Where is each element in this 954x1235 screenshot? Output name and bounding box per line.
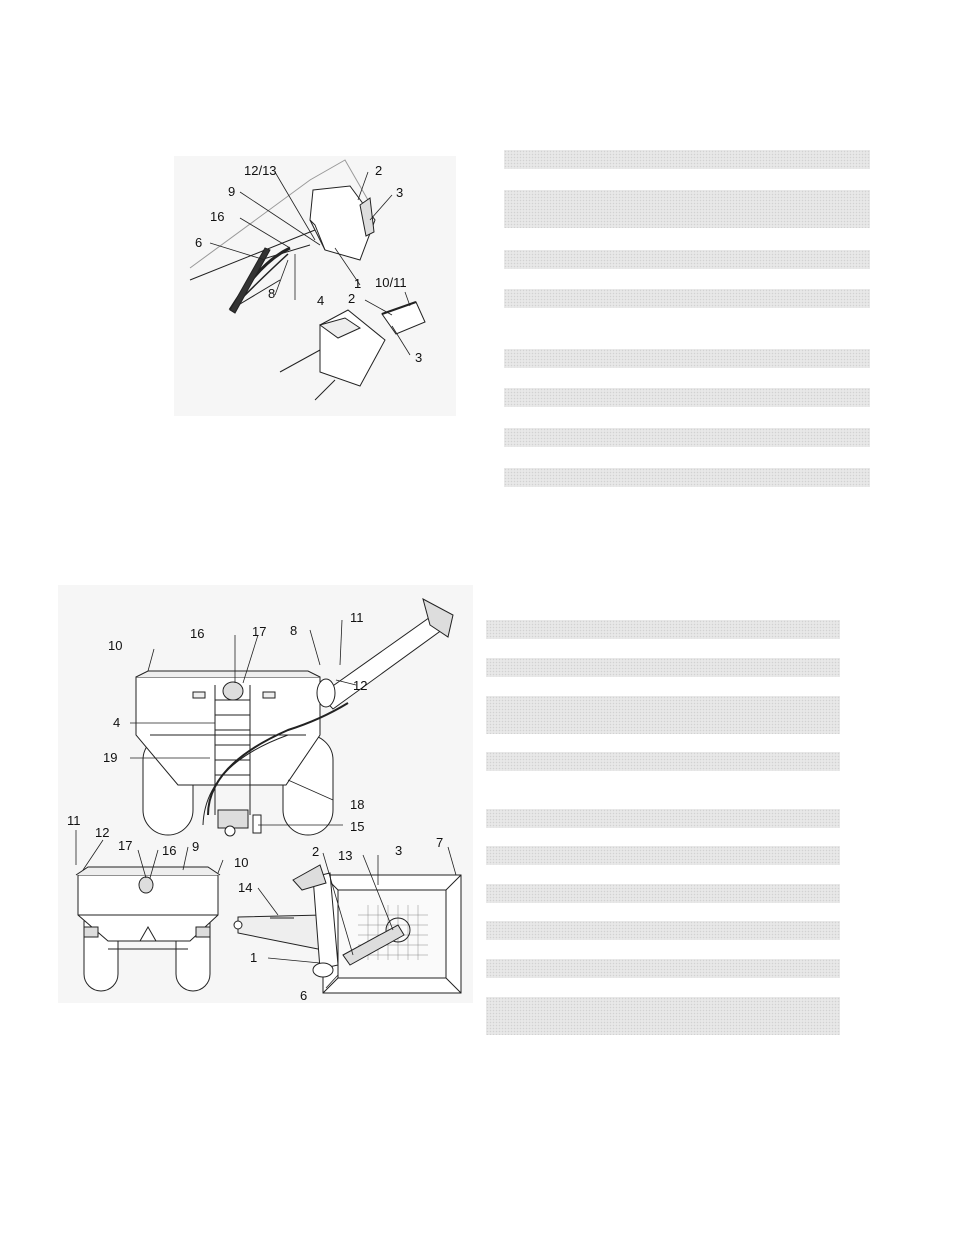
callout-8: 8 xyxy=(268,286,275,301)
callout-2: 2 xyxy=(375,163,382,178)
legend-row xyxy=(504,250,870,269)
callout-1: 1 xyxy=(354,276,361,291)
figure-bottom-grain-cart-views: 11 8 16 17 10 12 4 19 18 15 11 12 17 16 … xyxy=(58,585,473,1003)
legend-row xyxy=(486,696,840,734)
callout-4: 4 xyxy=(113,715,120,730)
callout-18: 18 xyxy=(350,797,364,812)
callout-3: 3 xyxy=(395,843,402,858)
legend-row xyxy=(486,846,840,865)
callout-16: 16 xyxy=(210,209,224,224)
legend-row xyxy=(504,150,870,169)
legend-row xyxy=(504,289,870,308)
callout-8: 8 xyxy=(290,623,297,638)
callout-17b: 17 xyxy=(118,838,132,853)
callout-19: 19 xyxy=(103,750,117,765)
legend-row xyxy=(504,468,870,487)
callout-6: 6 xyxy=(195,235,202,250)
callout-6: 6 xyxy=(300,988,307,1003)
callout-3b: 3 xyxy=(415,350,422,365)
callout-17: 17 xyxy=(252,624,266,639)
callout-2b: 2 xyxy=(348,291,355,306)
callout-1: 1 xyxy=(250,950,257,965)
callout-9: 9 xyxy=(192,839,199,854)
callout-2: 2 xyxy=(312,844,319,859)
callout-16: 16 xyxy=(190,626,204,641)
legend-row xyxy=(486,658,840,677)
callout-3: 3 xyxy=(396,185,403,200)
legend-row xyxy=(504,428,870,447)
callout-7: 7 xyxy=(436,835,443,850)
callout-13: 13 xyxy=(338,848,352,863)
callout-14: 14 xyxy=(238,880,252,895)
legend-row xyxy=(486,997,840,1035)
callout-4: 4 xyxy=(317,293,324,308)
legend-row xyxy=(486,921,840,940)
legend-row xyxy=(504,349,870,368)
callout-12b: 12 xyxy=(95,825,109,840)
legend-row xyxy=(486,809,840,828)
legend-row xyxy=(486,620,840,639)
legend-row xyxy=(504,190,870,228)
callout-10: 10 xyxy=(108,638,122,653)
callout-11: 11 xyxy=(350,610,364,625)
legend-row xyxy=(504,388,870,407)
legend-row xyxy=(486,959,840,978)
callout-10b: 10 xyxy=(234,855,248,870)
callout-12-13: 12/13 xyxy=(244,163,277,178)
legend-row xyxy=(486,752,840,771)
figure-top-spout-exploded: 12/13 2 3 9 16 6 8 4 1 10/11 2 3 xyxy=(174,156,456,416)
callout-10-11: 10/11 xyxy=(375,275,407,290)
callout-12: 12 xyxy=(353,678,367,693)
callout-16b: 16 xyxy=(162,843,176,858)
callout-9: 9 xyxy=(228,184,235,199)
callout-11b: 11 xyxy=(67,813,81,828)
callout-15: 15 xyxy=(350,819,364,834)
legend-row xyxy=(486,884,840,903)
